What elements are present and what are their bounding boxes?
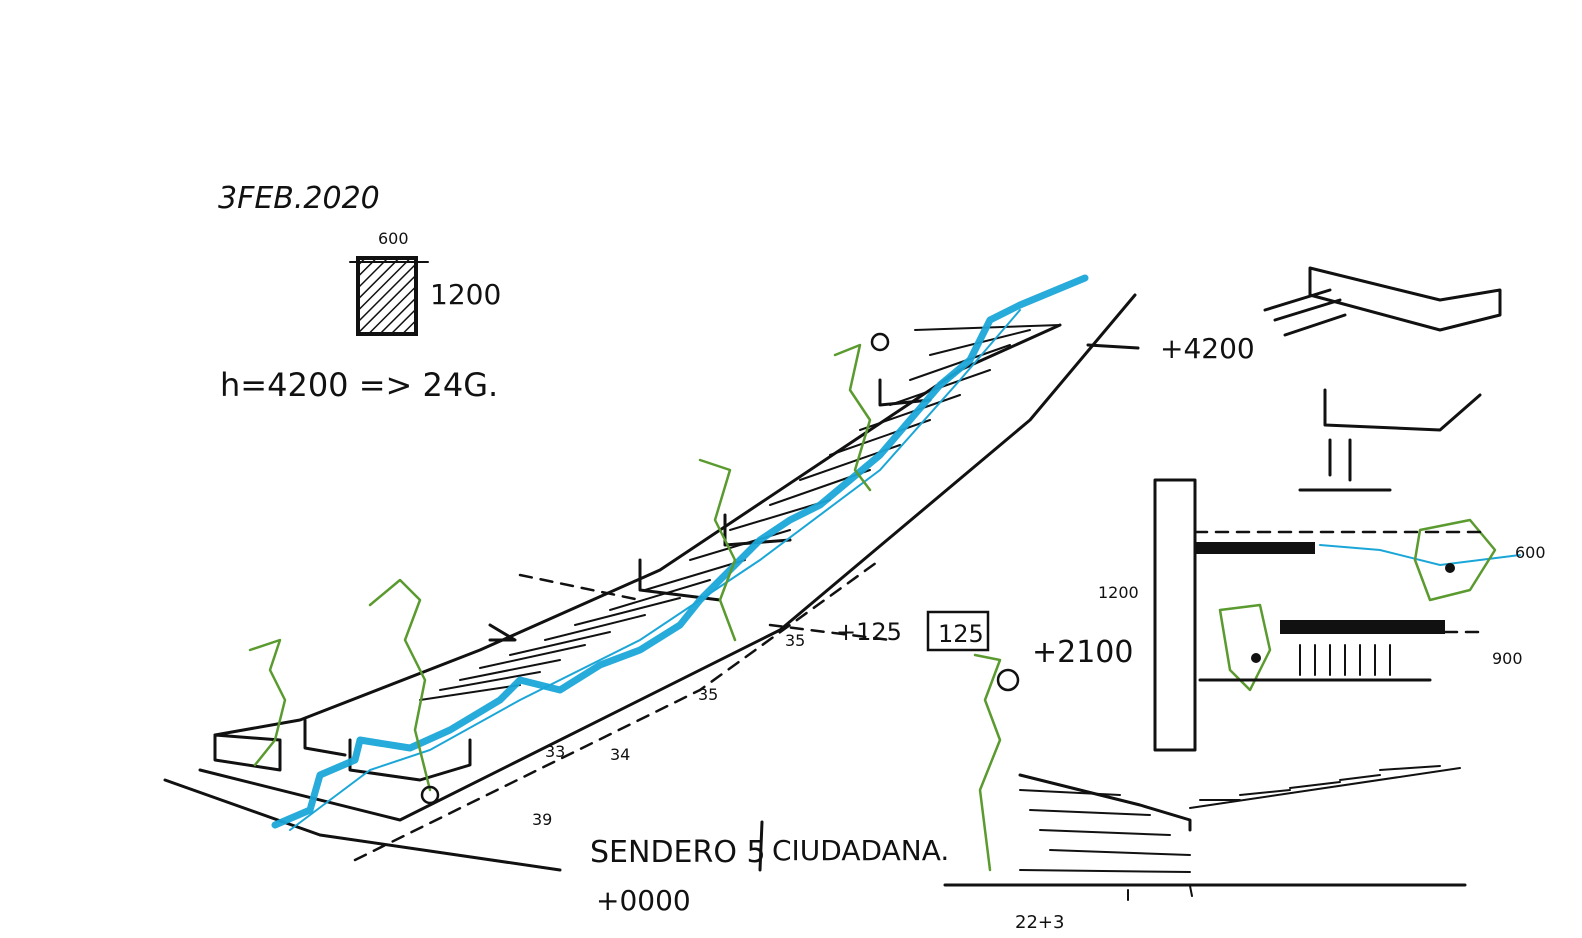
step-35b-label: 35 xyxy=(698,685,718,704)
bottom-dim-label: 22+3 xyxy=(1015,912,1064,933)
path-label-2: CIUDADANA. xyxy=(772,834,949,867)
step-35a-label: 35 xyxy=(785,631,805,650)
vegetation-figures xyxy=(248,332,1497,872)
step-box xyxy=(926,610,990,652)
level-base-label: +0000 xyxy=(596,884,691,917)
step-39-label: 39 xyxy=(532,810,552,829)
path-label: SENDERO 5 xyxy=(590,835,766,870)
step-33-label: 33 xyxy=(545,742,565,761)
date-label: 3FEB.2020 xyxy=(218,181,380,216)
section-1200-label: 1200 xyxy=(1098,583,1139,602)
step-34-label: 34 xyxy=(610,745,630,764)
stair-perspective xyxy=(163,293,1137,872)
stair-section xyxy=(943,765,1467,901)
level-top-label: +4200 xyxy=(1160,332,1255,365)
level-mid-label: +2100 xyxy=(1032,635,1133,670)
level-top-line xyxy=(1086,343,1140,350)
section-600-label: 600 xyxy=(1515,543,1546,562)
water-channel xyxy=(271,274,1521,831)
block-height-label: 1200 xyxy=(430,278,501,311)
step-box-label: 125 xyxy=(938,620,984,648)
step-rise-label: +125 xyxy=(836,618,902,646)
formula-label: h=4200 => 24G. xyxy=(220,366,498,404)
block-module xyxy=(349,256,429,336)
block-width-label: 600 xyxy=(378,229,409,248)
section-900-label: 900 xyxy=(1492,649,1523,668)
section-detail xyxy=(1153,266,1502,752)
path-label-divider xyxy=(758,820,764,872)
